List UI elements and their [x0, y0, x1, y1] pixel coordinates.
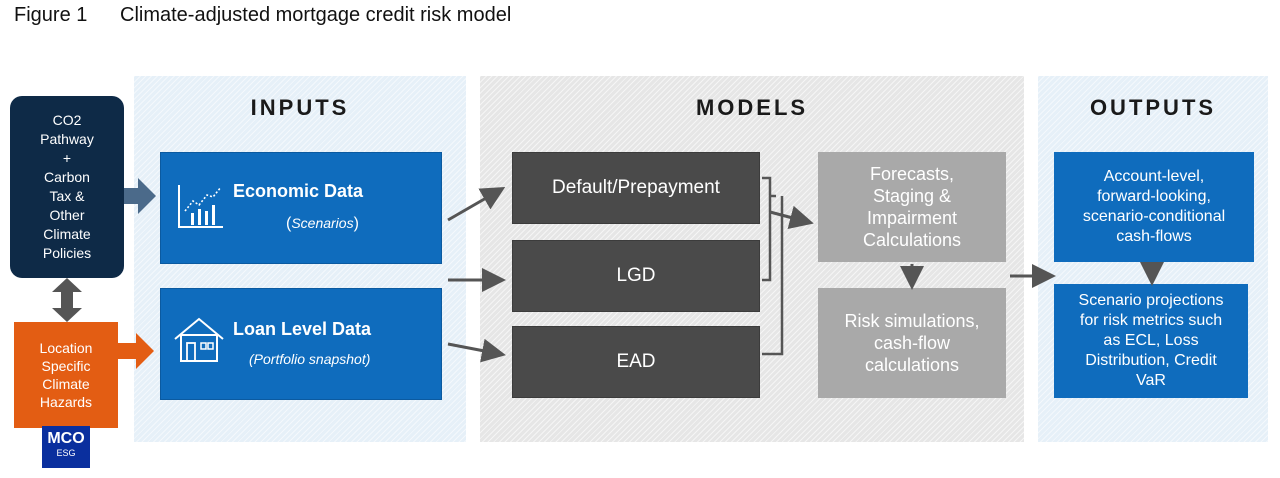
economic-to-default-arrow: [447, 187, 506, 222]
lgd-box: LGD: [512, 240, 760, 312]
risk-simulations-box: Risk simulations, cash-flow calculations: [818, 288, 1006, 398]
forecasts-box: Forecasts, Staging & Impairment Calculat…: [818, 152, 1006, 262]
hazard-to-loan-arrow: [118, 333, 154, 369]
models-bracket: [762, 176, 772, 282]
default-prepayment-box: Default/Prepayment: [512, 152, 760, 224]
lgd-text: LGD: [616, 265, 656, 286]
co2-policies-box: CO2 Pathway + Carbon Tax & Other Climate…: [10, 96, 124, 278]
default-prepayment-text: Default/Prepayment: [552, 177, 720, 198]
co2-hazard-double-arrow: [52, 278, 82, 322]
loan-level-data-subtitle: (Portfolio snapshot): [249, 351, 371, 367]
outputs-heading: OUTPUTS: [1089, 95, 1217, 120]
loan-level-data-title: Loan Level Data: [233, 319, 372, 339]
economic-subtitle-close: ): [353, 215, 359, 232]
mco-logo-text: MCO: [47, 430, 85, 447]
mco-esg-logo: MCO ESG: [42, 426, 90, 468]
economic-data-title: Economic Data: [233, 181, 364, 201]
inputs-heading: INPUTS: [250, 95, 350, 120]
models-to-forecasts-arrow: [769, 205, 814, 230]
chart-icon: [178, 185, 223, 228]
models-heading: MODELS: [695, 95, 809, 120]
figure-title: Climate-adjusted mortgage credit risk mo…: [120, 4, 512, 26]
co2-policies-text: CO2 Pathway + Carbon Tax & Other Climate…: [40, 112, 94, 261]
loan-level-data-box: Loan Level Data (Portfolio snapshot): [160, 288, 442, 400]
scenario-projections-text: Scenario projections for risk metrics su…: [1078, 292, 1224, 389]
loan-to-ead-arrow: [447, 338, 506, 363]
economic-subtitle-text: Scenarios: [291, 215, 354, 231]
ead-text: EAD: [616, 351, 656, 372]
house-icon: [174, 317, 224, 362]
account-level-box: Account-level, forward-looking, scenario…: [1054, 152, 1254, 262]
economic-data-box: Economic Data (Scenarios): [160, 152, 442, 264]
esg-logo-text: ESG: [56, 448, 76, 458]
climate-hazards-box: Location Specific Climate Hazards: [14, 322, 118, 428]
scenario-projections-box: Scenario projections for risk metrics su…: [1054, 284, 1248, 398]
co2-to-economic-arrow: [124, 178, 156, 214]
figure-label: Figure 1: [14, 4, 88, 26]
economic-subtitle-open: (: [286, 215, 292, 232]
models-bracket-ead: [762, 196, 784, 356]
account-level-text: Account-level, forward-looking, scenario…: [1082, 168, 1226, 245]
ead-box: EAD: [512, 326, 760, 398]
forecasts-text: Forecasts, Staging & Impairment Calculat…: [862, 164, 962, 250]
economic-data-subtitle: (Scenarios): [286, 215, 359, 233]
climate-hazards-text: Location Specific Climate Hazards: [39, 340, 93, 410]
risk-simulations-text: Risk simulations, cash-flow calculations: [844, 311, 980, 375]
